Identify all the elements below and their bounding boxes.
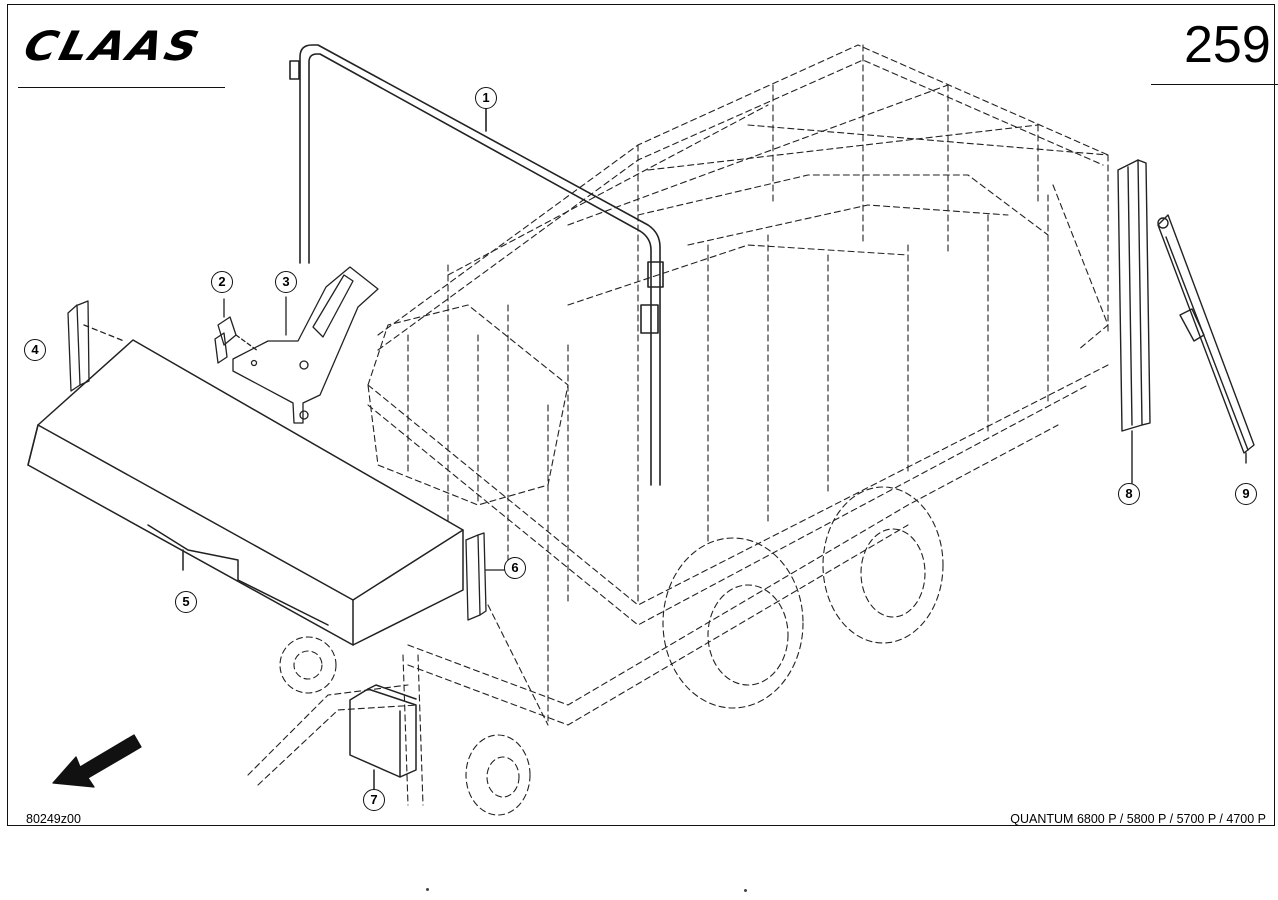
- part-5-front-cover: [27, 339, 464, 646]
- scan-speck: [744, 889, 747, 892]
- exploded-parts-drawing: [27, 44, 1255, 816]
- claas-logo: CLAAS: [19, 23, 207, 71]
- part-3-mounting-plate: [232, 266, 379, 424]
- part-9-strut-arm: [1157, 214, 1255, 464]
- callout-5[interactable]: 5: [175, 591, 197, 613]
- part-8-profile-rail: [1117, 159, 1151, 484]
- travel-direction-arrow-icon: [52, 734, 142, 788]
- callout-1[interactable]: 1: [475, 87, 497, 109]
- part-6-small-panel: [465, 532, 507, 621]
- callout-4[interactable]: 4: [24, 339, 46, 361]
- page-number: 259: [1184, 16, 1271, 74]
- part-4-strip: [67, 300, 125, 392]
- part-2-small-bracket: [214, 298, 259, 364]
- logo-underline: [18, 87, 225, 89]
- callout-6[interactable]: 6: [504, 557, 526, 579]
- page-number-underline: [1151, 84, 1278, 86]
- callout-9[interactable]: 9: [1235, 483, 1257, 505]
- callout-8[interactable]: 8: [1118, 483, 1140, 505]
- callout-3[interactable]: 3: [275, 271, 297, 293]
- drawing-number: 80249z00: [26, 812, 81, 826]
- parts-diagram-sheet: CLAAS 259 1 2 3 4 5 6 7 8 9 80249z00 QUA…: [7, 4, 1278, 826]
- part-1-bow-bar: [289, 44, 664, 486]
- wagon-outline-dashed: [247, 44, 1109, 816]
- callout-7[interactable]: 7: [363, 789, 385, 811]
- part-7-guard-box: [349, 684, 417, 791]
- model-designation: QUANTUM 6800 P / 5800 P / 5700 P / 4700 …: [1010, 812, 1266, 826]
- callout-2[interactable]: 2: [211, 271, 233, 293]
- scan-speck: [426, 888, 429, 891]
